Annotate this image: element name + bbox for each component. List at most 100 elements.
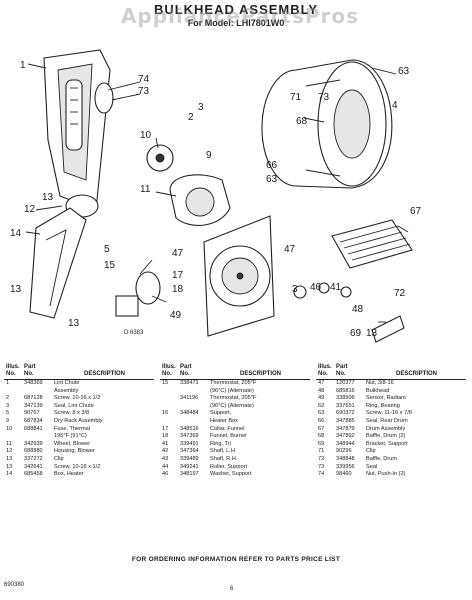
callout-label: 49 bbox=[170, 310, 182, 321]
part-description: Assembly bbox=[54, 387, 79, 394]
illus-number: 18 bbox=[162, 433, 169, 440]
part-description: Baffle, Drum bbox=[366, 455, 397, 462]
part-description: Bulkhead bbox=[366, 387, 390, 394]
support-rollers bbox=[293, 282, 352, 299]
part-description: Sensor, Radiant bbox=[366, 395, 406, 402]
part-number: 687128 bbox=[24, 395, 43, 402]
part-description: Shaft, R.H. bbox=[210, 455, 238, 462]
page-number: 6 bbox=[230, 586, 234, 592]
part-number: 347139 bbox=[24, 402, 43, 409]
illus-header: Illus. No. bbox=[318, 364, 332, 377]
table-row: Heater Box bbox=[160, 418, 310, 426]
seal-ring-73 bbox=[94, 82, 114, 114]
illus-number: 42 bbox=[162, 448, 169, 455]
radiant-sensor-box bbox=[115, 295, 139, 317]
part-description: Box, Heater bbox=[54, 471, 84, 478]
table-row: 17 348516 Collar, Funnel bbox=[160, 426, 310, 434]
lint-chute-drawing bbox=[43, 49, 111, 211]
part-number: 90296 bbox=[336, 448, 352, 455]
callout-label: 48 bbox=[352, 304, 364, 315]
table-row: (96°C) (Alternate) bbox=[160, 388, 310, 396]
callout-label: 14 bbox=[10, 228, 22, 239]
callout-label: 63 bbox=[266, 174, 278, 185]
part-number: 347892 bbox=[336, 433, 355, 440]
support-bracket bbox=[371, 315, 405, 343]
part-description: Collar, Funnel bbox=[210, 425, 245, 432]
part-number: 348484 bbox=[180, 410, 199, 417]
callout-label: 47 bbox=[172, 248, 184, 259]
description-header: DESCRIPTION bbox=[396, 371, 438, 377]
part-description: Dry Rack Assembly bbox=[54, 417, 103, 424]
callout-label: 17 bbox=[172, 270, 184, 281]
illus-number: 47 bbox=[318, 380, 325, 386]
part-number: 98460 bbox=[336, 471, 352, 478]
callout-label: 68 bbox=[296, 116, 308, 127]
part-description: Ring, Tri bbox=[210, 440, 231, 447]
part-description: Lint Chute bbox=[54, 380, 80, 386]
part-number: 342939 bbox=[24, 440, 43, 447]
illus-number: 74 bbox=[318, 471, 325, 478]
callout-label: 63 bbox=[398, 66, 410, 77]
callout-label: 5 bbox=[104, 244, 110, 255]
part-number: 348516 bbox=[180, 425, 199, 432]
callout-label: 71 bbox=[290, 92, 302, 103]
part-description: Support, bbox=[210, 410, 232, 417]
dry-rack-drawing bbox=[331, 219, 413, 269]
part-number: 339489 bbox=[180, 455, 199, 462]
illus-number: 72 bbox=[318, 455, 325, 462]
bulkhead-drawing bbox=[203, 215, 275, 337]
illus-number: 10 bbox=[6, 425, 13, 432]
document-code: 690380 bbox=[4, 582, 25, 588]
leader-lines bbox=[25, 63, 409, 323]
illus-number: 17 bbox=[162, 425, 169, 432]
part-description: Screw, 8 x 3/8 bbox=[54, 410, 90, 417]
part-number: 339491 bbox=[180, 440, 199, 447]
part-description: Wheel, Blower bbox=[54, 440, 91, 447]
callout-label: 41 bbox=[330, 282, 342, 293]
illus-number: 11 bbox=[6, 440, 12, 447]
callout-label: 11 bbox=[140, 184, 151, 195]
part-description: Thermostat, 205°F bbox=[210, 380, 257, 386]
callout-label: 9 bbox=[206, 150, 212, 161]
part-description: Screw, 11-16 x 7/8 bbox=[366, 410, 412, 417]
illus-number: 66 bbox=[318, 417, 325, 424]
part-number: 90767 bbox=[24, 410, 40, 417]
description-header: DESCRIPTION bbox=[84, 371, 126, 377]
illus-number: 13 bbox=[6, 455, 13, 462]
part-header: Part No. bbox=[24, 364, 36, 377]
part-number: 348944 bbox=[336, 440, 355, 447]
callout-label: 13 bbox=[366, 328, 378, 339]
callout-label: 66 bbox=[266, 160, 278, 171]
part-description: Screw, 10-16 x 1/2 bbox=[54, 463, 101, 470]
blower-wheel bbox=[185, 187, 215, 217]
part-number: 688880 bbox=[24, 448, 43, 455]
illus-number: 5 bbox=[6, 410, 10, 417]
ordering-note: FOR ORDERING INFORMATION REFER TO PARTS … bbox=[131, 556, 341, 563]
callout-label: 13 bbox=[10, 284, 22, 295]
part-number: 342641 bbox=[24, 463, 43, 470]
part-number: 688841 bbox=[24, 425, 43, 432]
exploded-parts-diagram: 1 74 73 2 3 10 11 9 13 12 14 5 15 13 47 … bbox=[10, 49, 422, 343]
illus-number: 14 bbox=[6, 471, 13, 478]
illus-number: 46 bbox=[162, 471, 169, 478]
part-description: Screw, 10-16 x 1/2 bbox=[54, 395, 101, 402]
figure-code: D 6383 bbox=[124, 330, 144, 336]
page-header: BULKHEAD ASSEMBLY For Model: LHI7801W0 bbox=[0, 2, 472, 28]
description-header: DESCRIPTION bbox=[240, 371, 282, 377]
callout-label: 2 bbox=[188, 112, 194, 123]
